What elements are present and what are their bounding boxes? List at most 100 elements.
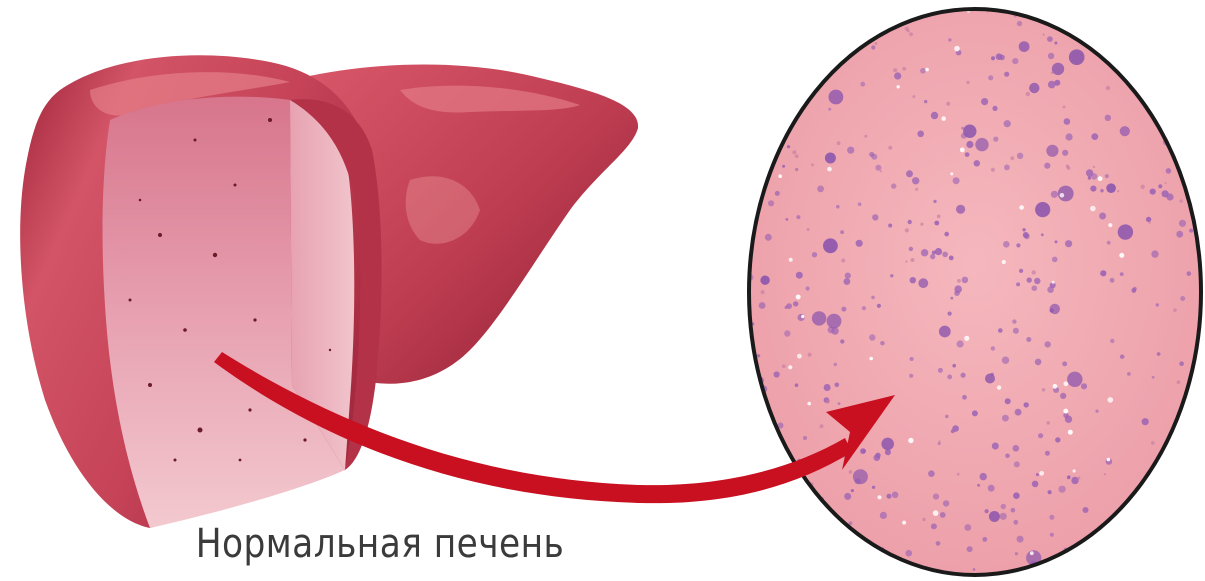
- cell-dot: [1035, 202, 1050, 217]
- cell-dot: [957, 473, 960, 476]
- cell-dot: [1166, 168, 1172, 174]
- cell-dot: [1055, 240, 1058, 243]
- cell-dot: [856, 240, 863, 247]
- cell-dot: [1179, 361, 1184, 366]
- cell-dot: [837, 141, 841, 145]
- cell-dot: [1041, 233, 1044, 236]
- cell-dot: [938, 442, 941, 445]
- cell-dot: [890, 274, 893, 277]
- cell-dot: [858, 202, 862, 206]
- cell-dot: [991, 168, 995, 172]
- cell-dot: [934, 221, 939, 226]
- cell-dot: [1146, 217, 1151, 222]
- cell-dot: [933, 494, 939, 500]
- cell-dot: [1106, 183, 1116, 193]
- cell-dot: [1107, 458, 1111, 462]
- cell-dot: [1029, 83, 1039, 93]
- cell-dot: [765, 234, 772, 241]
- cell-dot: [928, 470, 935, 477]
- cell-dot: [862, 306, 866, 310]
- cell-dot: [1090, 186, 1096, 192]
- cell-dot: [1063, 106, 1066, 109]
- cell-dot: [1002, 357, 1009, 364]
- cell-dot: [826, 399, 830, 403]
- cell-dot: [1117, 190, 1119, 192]
- cell-dot: [1016, 243, 1020, 247]
- cell-dot: [941, 116, 946, 121]
- cell-dot: [836, 205, 840, 209]
- cell-dot: [1060, 393, 1066, 399]
- cell-dot: [985, 509, 989, 513]
- cell-dot: [1032, 481, 1039, 488]
- cell-dot: [993, 137, 998, 142]
- cell-dot: [966, 81, 969, 84]
- cell-dot: [1179, 220, 1186, 227]
- cell-dot: [1065, 240, 1072, 247]
- cell-dot: [812, 311, 826, 325]
- cell-dot: [936, 541, 941, 546]
- cell-dot: [847, 147, 854, 154]
- cell-dot: [964, 336, 969, 341]
- cell-dot: [910, 277, 916, 283]
- cell-dot: [1019, 41, 1030, 52]
- cell-dot: [1027, 277, 1032, 282]
- cell-dot: [793, 301, 798, 306]
- cell-dot: [1165, 182, 1167, 184]
- cell-dot: [1127, 372, 1131, 376]
- cell-dot: [1002, 260, 1006, 264]
- cell-dot: [887, 494, 892, 499]
- cell-dot: [812, 252, 817, 257]
- cell-dot: [1000, 513, 1007, 520]
- cell-dot: [1005, 398, 1011, 404]
- cell-dot: [1083, 507, 1089, 513]
- cell-dot: [1088, 176, 1091, 179]
- cell-dot: [1068, 475, 1071, 478]
- cell-dot: [827, 314, 842, 329]
- cell-dot: [948, 38, 951, 41]
- cell-dot: [788, 365, 792, 369]
- cell-dot: [892, 492, 899, 499]
- cell-dot: [942, 252, 948, 258]
- cell-dot: [920, 223, 923, 226]
- cell-dot: [1166, 193, 1173, 200]
- cell-dot: [757, 354, 760, 357]
- cell-dot: [1054, 42, 1057, 45]
- cell-dot: [1152, 376, 1155, 379]
- cell-dot: [943, 500, 949, 506]
- cell-dot: [1012, 319, 1016, 323]
- cell-dot: [871, 296, 875, 300]
- cell-dot: [991, 56, 995, 60]
- cell-dot: [1051, 191, 1058, 198]
- microscope-view-circle: [746, 7, 1201, 575]
- cell-dot: [1044, 163, 1050, 169]
- cell-dot: [759, 302, 766, 309]
- cell-dot: [795, 383, 799, 387]
- cell-dot: [992, 106, 997, 111]
- cell-dot: [902, 67, 906, 71]
- cell-dot: [1059, 486, 1066, 493]
- cell-dot: [939, 326, 951, 338]
- cell-dot: [829, 90, 844, 105]
- cell-dot: [1067, 166, 1071, 170]
- cell-dot: [1032, 285, 1038, 291]
- cell-dot: [1120, 272, 1124, 276]
- cell-dot: [1013, 492, 1020, 499]
- cell-dot: [824, 384, 831, 391]
- cell-dot: [1045, 451, 1050, 456]
- cell-dot: [1004, 120, 1011, 127]
- cell-dot: [1048, 81, 1056, 89]
- cell-dot: [1090, 206, 1096, 212]
- cell-dot: [920, 68, 926, 74]
- cell-dot: [888, 224, 892, 228]
- cell-dot: [1149, 222, 1151, 224]
- cell-dot: [1067, 372, 1082, 387]
- cell-dot: [1032, 270, 1036, 274]
- cell-dot: [1110, 278, 1115, 283]
- cell-dot: [872, 214, 878, 220]
- cell-dot: [853, 469, 868, 484]
- cell-dot: [921, 249, 928, 256]
- cell-dot: [881, 438, 894, 451]
- cell-dot: [1119, 253, 1124, 258]
- cell-dot: [954, 46, 960, 52]
